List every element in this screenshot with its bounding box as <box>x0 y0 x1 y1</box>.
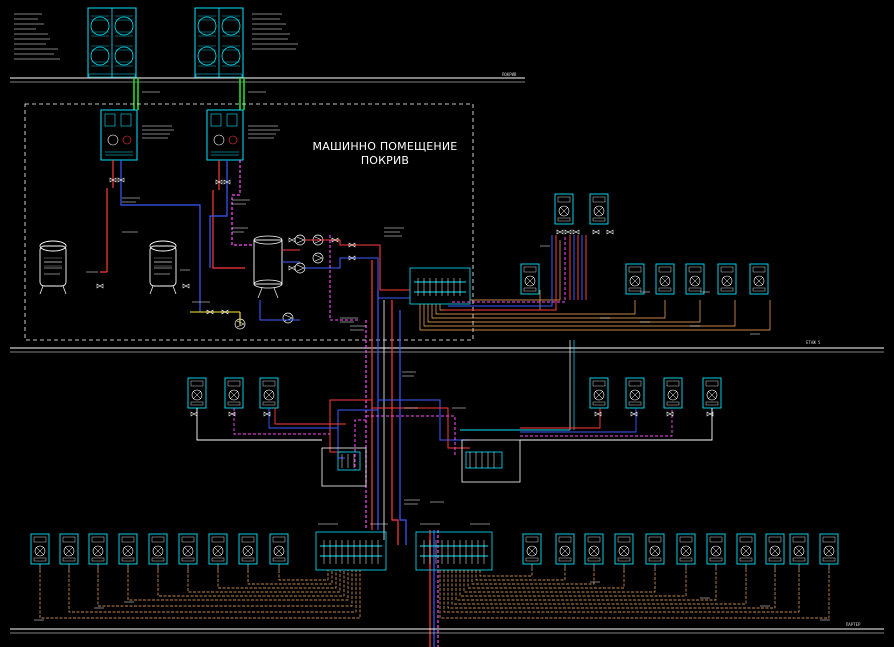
valves-machine-room <box>206 237 356 315</box>
outdoor-unit-icon <box>87 7 244 79</box>
roof-valves-right <box>556 229 614 235</box>
heat-pump-modules <box>100 109 280 161</box>
roof-small-tags <box>540 245 760 335</box>
roof-branch-cabling <box>419 240 771 331</box>
machine-room-frame <box>24 103 474 341</box>
ground-floor-tags <box>34 325 830 621</box>
buffer-tank <box>253 235 283 299</box>
roof-level-line <box>10 77 525 83</box>
pump-icon <box>234 234 324 330</box>
refrigerant-lines <box>133 78 245 110</box>
supply-pipes-roof <box>100 160 252 312</box>
ground-floor-cabling-right <box>439 570 830 619</box>
roof-level-label: ПОКРИВ <box>502 72 517 77</box>
roof-branch-pipes <box>444 235 587 311</box>
outdoor-unit-spec-text <box>14 13 298 60</box>
fifth-floor-distribution <box>329 399 470 470</box>
outdoor-units <box>14 7 298 79</box>
fan-coil-icon <box>520 193 769 295</box>
ground-level-line <box>10 628 884 634</box>
manifold-icon <box>409 267 471 305</box>
fifth-level-line <box>10 347 884 353</box>
fifth-level-label: ЕТАЖ 5 <box>806 340 821 345</box>
machine-room-label: МАШИННО ПОМЕЩЕНИЕ ПОКРИВ <box>300 140 470 168</box>
fan-coil-icon <box>187 377 722 409</box>
machine-room-distribution <box>190 235 410 325</box>
tank-icon <box>39 240 177 295</box>
fifth-floor-branches-right <box>460 408 713 441</box>
manifold-icon <box>315 531 493 571</box>
machine-room-label-line2: ПОКРИВ <box>360 154 410 167</box>
fifth-floor-branches-left <box>196 408 346 441</box>
machine-room-tags <box>86 197 404 323</box>
manifold-icon <box>321 439 521 487</box>
ground-floor-cabling-left <box>39 570 361 619</box>
main-risers <box>365 260 575 647</box>
ground-level-label: ПАРТЕР <box>846 622 861 627</box>
machine-room-label-line1: МАШИННО ПОМЕЩЕНИЕ <box>312 140 458 153</box>
